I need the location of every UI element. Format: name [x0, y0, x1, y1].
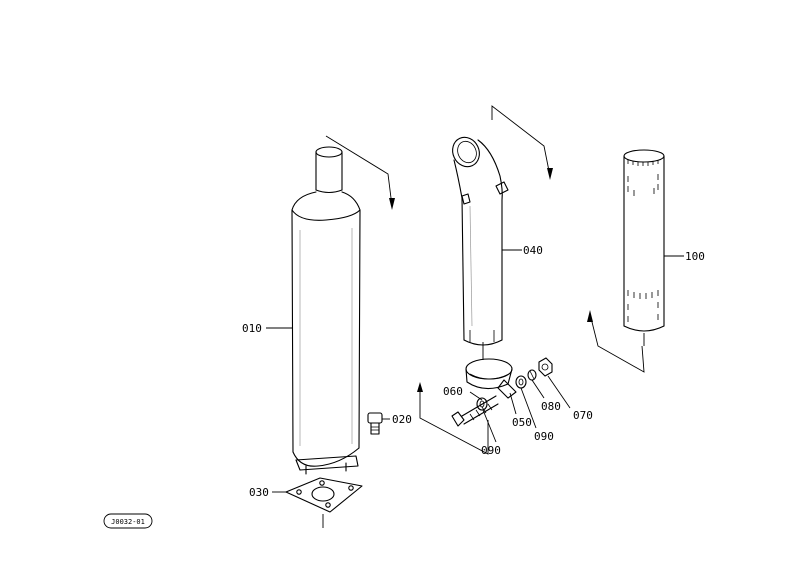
clamp-part	[465, 358, 517, 399]
flow-arrow-4	[587, 310, 645, 373]
label-washer-a: 090	[481, 444, 501, 457]
label-washer-b: 090	[534, 430, 554, 443]
flow-arrow-1	[325, 135, 395, 210]
washer-part-a	[476, 397, 488, 411]
spark-arrester-part	[623, 149, 665, 346]
muffler-part	[291, 146, 361, 475]
label-muffler: 010	[242, 322, 262, 335]
label-clamp: 050	[512, 416, 532, 429]
bolt-part	[451, 395, 499, 427]
label-bolt: 060	[443, 385, 463, 398]
leader-lines	[266, 249, 684, 493]
plug-part	[367, 412, 383, 435]
gasket-part	[285, 477, 363, 528]
label-nut: 070	[573, 409, 593, 422]
nut-part	[538, 357, 553, 377]
label-plug: 020	[392, 413, 412, 426]
label-spring-washer: 080	[541, 400, 561, 413]
label-gasket: 030	[249, 486, 269, 499]
spring-washer-part	[527, 369, 537, 381]
label-spark-arrester: 100	[685, 250, 705, 263]
flow-arrow-3	[417, 382, 489, 455]
reference-code: J0032-01	[111, 518, 145, 526]
washer-part-b	[515, 375, 527, 389]
reference-badge: J0032-01	[103, 513, 153, 529]
label-exhaust-pipe: 040	[523, 244, 543, 257]
exhaust-pipe-part	[452, 136, 509, 360]
flow-arrow-2	[491, 105, 553, 180]
